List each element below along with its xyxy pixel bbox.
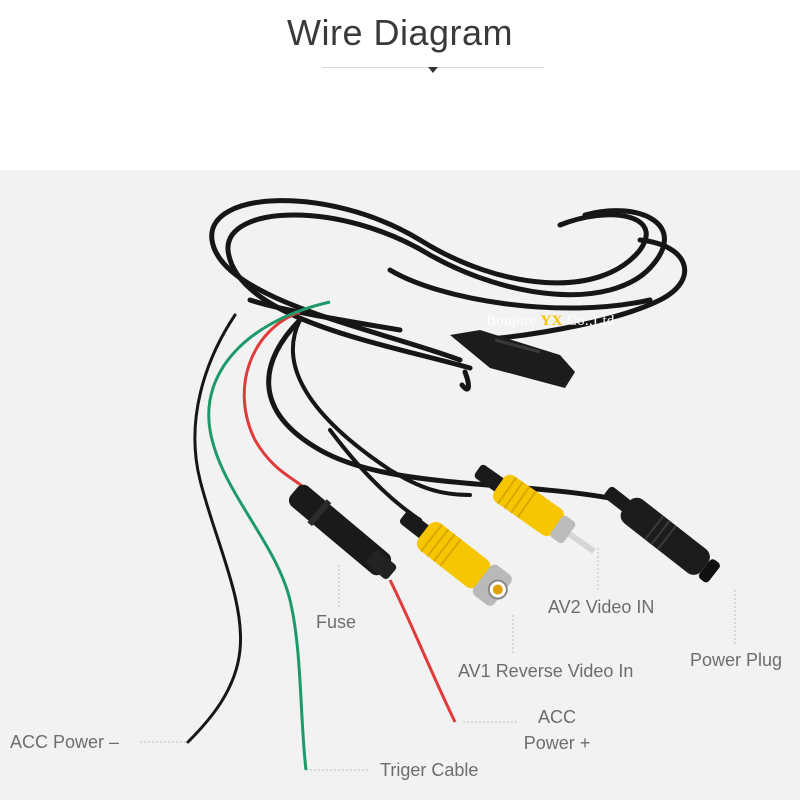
label-av1-reverse-video-in: AV1 Reverse Video In: [458, 661, 634, 681]
label-triger-cable: Triger Cable: [380, 760, 479, 780]
cable-junction-connector: [450, 330, 575, 388]
rca-plug-av2: [474, 464, 596, 554]
caret-down-icon: [428, 67, 438, 73]
rca-jack-av1: [399, 510, 512, 606]
black-cable-coil: [209, 198, 688, 392]
header: Wire Diagram: [0, 0, 800, 170]
page-title: Wire Diagram: [286, 12, 514, 53]
red-wire: [242, 310, 457, 723]
label-acc-power-plus: ACC Power +: [520, 707, 594, 753]
watermark-brand: YX: [540, 313, 563, 329]
watermark: Bonjore YX Co.,Ltd: [486, 313, 615, 330]
watermark-suffix: Co.,Ltd: [562, 313, 615, 329]
power-plug-connector: [604, 486, 720, 583]
label-fuse: Fuse: [316, 612, 357, 632]
label-av2-video-in: AV2 Video IN: [548, 597, 655, 617]
label-power-plus-line: Power +: [523, 733, 591, 753]
fuse-holder: [288, 484, 397, 579]
label-acc-power-minus: ACC Power –: [10, 732, 120, 752]
watermark-text: Bonjore: [486, 313, 541, 329]
label-power-plug: Power Plug: [690, 650, 783, 670]
green-wire: [207, 300, 331, 771]
label-acc-line: ACC: [537, 707, 576, 727]
leader-lines: [140, 548, 736, 771]
